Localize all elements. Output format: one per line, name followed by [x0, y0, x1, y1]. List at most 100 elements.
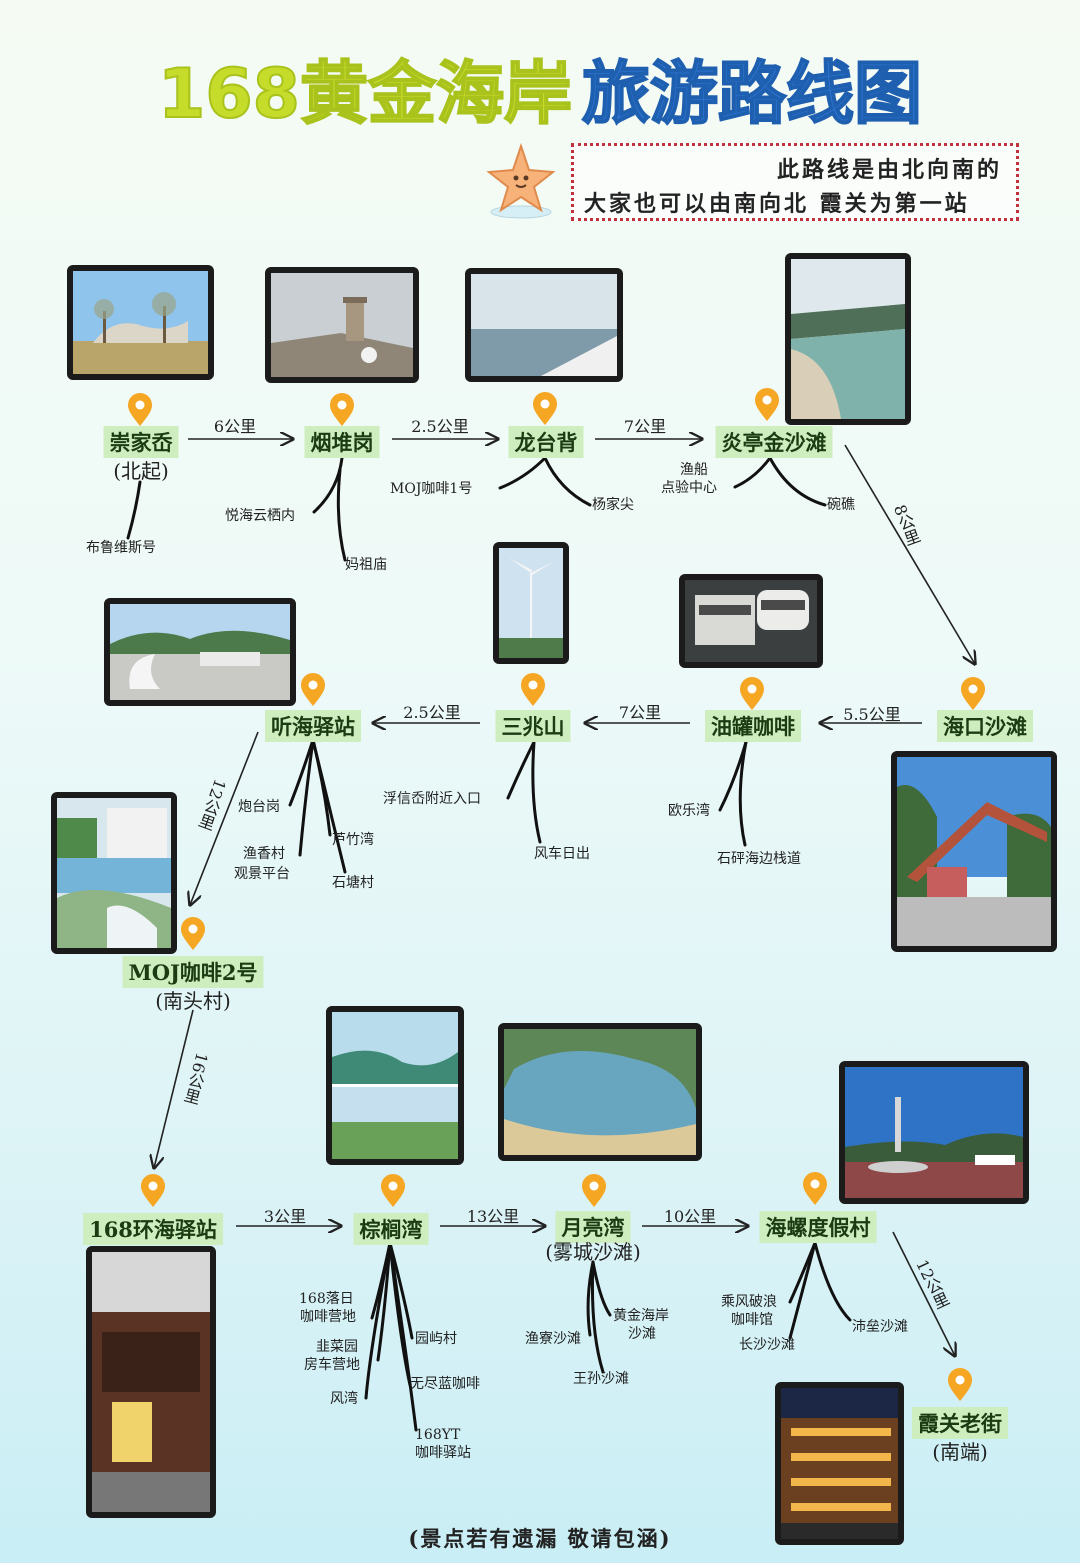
side-spot: 黄金海岸 [613, 1308, 669, 1324]
starfish-icon [486, 142, 556, 219]
stop-haikou-beach: 海口沙滩 [937, 710, 1033, 742]
side-spot: 炮台岗 [238, 799, 280, 815]
side-spot: 布鲁维斯号 [86, 540, 156, 556]
side-spot: 渔寮沙滩 [525, 1331, 581, 1347]
side-spot: 芦竹湾 [332, 832, 374, 848]
side-spot: 168YT [415, 1427, 461, 1443]
side-spot: 韭菜园 [316, 1339, 358, 1355]
stop-yanduigang: 烟堆岗 [304, 426, 380, 458]
photo-yanting-beach [785, 253, 911, 425]
side-spot: MOJ咖啡1号 [390, 481, 473, 497]
stop-moj-cafe-2: MOJ咖啡2号 [122, 956, 264, 988]
pin-icon [582, 1174, 606, 1207]
side-spot: 园屿村 [415, 1331, 457, 1347]
stop-hailuo-resort: 海螺度假村 [759, 1211, 877, 1243]
distance-label: 5.5公里 [843, 705, 901, 724]
photo-sanzhaoshan [493, 542, 569, 664]
route-note-box: 此路线是由北向南的 大家也可以由南向北 霞关为第一站 [571, 143, 1019, 221]
side-spot: 无尽蓝咖啡 [410, 1376, 480, 1392]
footer-note: (景点若有遗漏 敬请包涵) [408, 1526, 672, 1551]
photo-yanduigang [265, 267, 419, 383]
side-spot: 168落日 [299, 1291, 354, 1307]
stop-longtaibei: 龙台背 [508, 426, 584, 458]
note-line-1: 此路线是由北向南的 [776, 157, 1002, 183]
side-spot: 浮信岙附近入口 [383, 791, 481, 807]
photo-tinghai-station [104, 598, 296, 706]
stop-168-station: 168环海驿站 [83, 1213, 223, 1245]
side-spot: 碗礁 [827, 497, 855, 513]
side-spot: 妈祖庙 [345, 557, 387, 573]
side-spot: 咖啡营地 [300, 1309, 356, 1325]
pin-icon [521, 673, 545, 706]
photo-haikou-beach [891, 751, 1057, 952]
stop-yanting-beach: 炎亭金沙滩 [715, 426, 833, 458]
note-line-2: 大家也可以由南向北 霞关为第一站 [584, 191, 970, 217]
distance-label: 2.5公里 [403, 703, 461, 722]
distance-label: 10公里 [663, 1207, 717, 1226]
photo-zonglv-bay [326, 1006, 464, 1165]
title-yellow-part: 168黄金海岸 [157, 54, 573, 135]
side-spot: 观景平台 [234, 866, 290, 882]
pin-icon [181, 917, 205, 950]
side-spot: 渔船 [680, 462, 708, 478]
pin-icon [330, 393, 354, 426]
title-blue-part: 旅游路线图 [581, 54, 923, 135]
stop-xiaguan-oldstreet-sub: (南端) [932, 1440, 988, 1464]
stop-moj-cafe-2-sub: (南头村) [155, 989, 231, 1013]
stop-xiaguan-oldstreet: 霞关老街 [912, 1407, 1008, 1439]
side-spot: 渔香村 [243, 846, 285, 862]
photo-168-station [86, 1246, 216, 1518]
distance-label: 6公里 [213, 417, 257, 436]
side-spot: 咖啡驿站 [415, 1445, 471, 1461]
side-spot: 房车营地 [304, 1357, 360, 1373]
stop-yueliang-bay: 月亮湾 [555, 1211, 631, 1243]
pin-icon [128, 393, 152, 426]
photo-youguan-cafe [679, 574, 823, 668]
stop-zonglv-bay: 棕榈湾 [353, 1213, 429, 1245]
stop-yueliang-bay-sub: (雾城沙滩) [545, 1240, 641, 1264]
photo-xiaguan-oldstreet [775, 1382, 904, 1545]
stop-youguan-cafe: 油罐咖啡 [705, 710, 801, 742]
pin-icon [301, 673, 325, 706]
route-segment-8 [190, 731, 259, 905]
side-spot: 沛垒沙滩 [852, 1319, 908, 1335]
side-spot: 点验中心 [661, 480, 717, 496]
photo-longtaibei [465, 268, 623, 382]
pin-icon [141, 1174, 165, 1207]
page-title: 168黄金海岸旅游路线图 [0, 38, 1080, 137]
stop-chongjiaao-sub: (北起) [113, 459, 169, 483]
distance-label: 2.5公里 [411, 417, 469, 436]
route-segment-9 [154, 1009, 194, 1168]
photo-chongjiaao [67, 265, 214, 380]
distance-label: 13公里 [466, 1207, 520, 1226]
side-spot: 王孙沙滩 [573, 1371, 629, 1387]
distance-label: 7公里 [623, 417, 667, 436]
pin-icon [803, 1172, 827, 1205]
side-spot: 风车日出 [534, 846, 590, 862]
side-spot: 长沙沙滩 [739, 1337, 795, 1353]
pin-icon [961, 677, 985, 710]
route-segment-13 [892, 1231, 955, 1356]
side-spot: 石砰海边栈道 [717, 851, 801, 867]
side-spot: 欧乐湾 [668, 803, 710, 819]
pin-icon [948, 1368, 972, 1401]
route-segment-4 [844, 444, 975, 664]
photo-moj-cafe-2 [51, 792, 177, 954]
stop-sanzhaoshan: 三兆山 [495, 710, 571, 742]
photo-hailuo-resort [839, 1061, 1029, 1204]
side-spot: 风湾 [330, 1391, 358, 1407]
distance-label: 3公里 [263, 1207, 307, 1226]
side-spot: 咖啡馆 [731, 1312, 773, 1328]
side-spot: 石塘村 [332, 875, 374, 891]
distance-label: 7公里 [618, 703, 662, 722]
photo-yueliang-bay [498, 1023, 702, 1161]
side-spot: 悦海云栖内 [225, 508, 295, 524]
side-spot: 乘风破浪 [721, 1294, 777, 1310]
pin-icon [755, 388, 779, 421]
stop-tinghai-station: 听海驿站 [265, 710, 361, 742]
pin-icon [381, 1174, 405, 1207]
pin-icon [740, 677, 764, 710]
side-spot: 沙滩 [628, 1326, 656, 1342]
side-spot: 杨家尖 [592, 497, 634, 513]
